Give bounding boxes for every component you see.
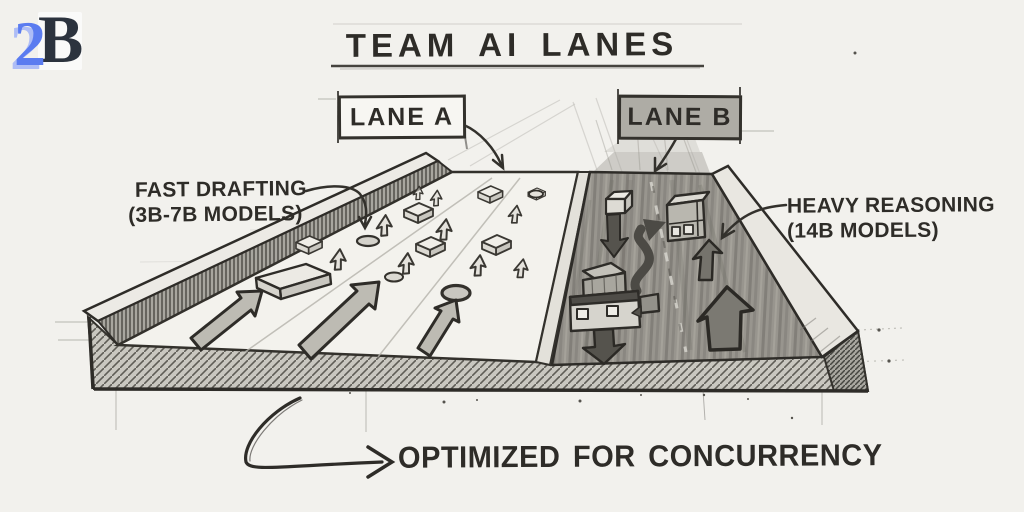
lane-a-pointer-arrow: [462, 123, 505, 171]
caption-swoosh-arrow: [244, 396, 396, 479]
down-arrow-icon: [581, 327, 627, 366]
lane-b-label: LANE B: [627, 102, 733, 132]
left-wall: [81, 151, 454, 347]
lane-a-label-box: LANE A: [337, 94, 467, 140]
s-curve-arrow-icon: [630, 219, 666, 296]
truck-2: [665, 190, 711, 243]
lane-a-large-arrows: [189, 280, 461, 361]
up-arrow-medium-icon: [691, 238, 724, 282]
lane-b-cube-box: [604, 189, 634, 216]
annotation-heavy-reasoning-line2: (14B MODELS): [787, 218, 939, 243]
title-underline: [331, 64, 704, 70]
truck-1: [568, 261, 661, 333]
lane-b-pointer-arrow: [653, 137, 678, 174]
caption-optimized-for-concurrency: OPTIMIZED FOR CONCURRENCY: [397, 438, 883, 476]
lane-b-label-box: LANE B: [617, 94, 743, 141]
large-arrow-icon: [297, 280, 381, 361]
lane-a-plank-box: [254, 262, 333, 301]
heavy-reasoning-pointer-arrow: [720, 203, 788, 241]
logo-card: [38, 12, 82, 70]
down-arrow-icon: [600, 213, 629, 258]
annotation-fast-drafting-line1: FAST DRAFTING: [134, 177, 307, 202]
large-arrow-icon: [189, 289, 264, 352]
page-title: TEAM AI LANES: [345, 25, 679, 64]
logo-digit-2: 2: [14, 8, 46, 79]
pointer-arrows: [304, 123, 788, 241]
logo-letter-b: B: [38, 1, 84, 77]
lane-a-ellipse-markers: [355, 189, 544, 303]
annotation-fast-drafting: FAST DRAFTING (3B-7B MODELS): [128, 176, 307, 228]
logo-2b: B 2: [12, 1, 102, 79]
paper-specks: [349, 51, 891, 421]
annotation-heavy-reasoning-line1: HEAVY REASONING: [786, 193, 995, 218]
annotation-heavy-reasoning: HEAVY REASONING (14B MODELS): [787, 192, 995, 243]
up-arrow-large-icon: [696, 285, 755, 352]
large-arrow-icon: [416, 298, 461, 358]
fast-drafting-pointer-arrow: [304, 185, 373, 231]
lane-a-label: LANE A: [349, 102, 455, 131]
annotation-fast-drafting-line2: (3B-7B MODELS): [128, 202, 303, 227]
